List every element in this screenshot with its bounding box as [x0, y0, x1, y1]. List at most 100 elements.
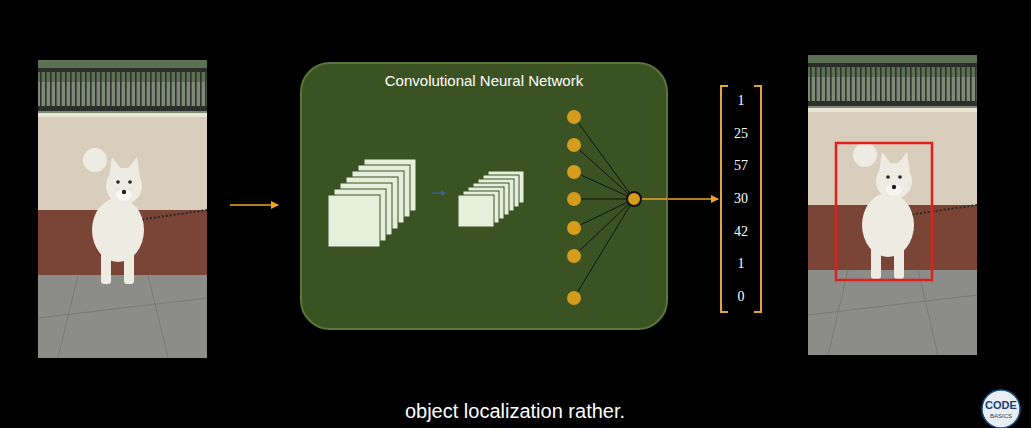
- railing-bar: [75, 68, 77, 111]
- grey-floor: [38, 275, 207, 358]
- vector-value: 1: [738, 256, 745, 272]
- railing-bar: [815, 63, 817, 106]
- wall: [38, 116, 207, 211]
- railing-bar: [890, 63, 892, 106]
- dog-body: [92, 198, 144, 262]
- railing-bar: [130, 68, 132, 111]
- railing-bar: [205, 68, 207, 111]
- railing-bar: [960, 63, 962, 106]
- weight-line: [574, 172, 634, 199]
- input-arrow: [230, 204, 278, 206]
- dog: [83, 148, 144, 284]
- rail: [808, 63, 977, 67]
- right-bracket: [754, 86, 761, 312]
- railing-bar: [930, 63, 932, 106]
- vector-value: 42: [734, 224, 748, 240]
- railing-bar: [825, 63, 827, 106]
- dog-muzzle: [116, 189, 132, 201]
- neuron: [567, 221, 581, 235]
- railing-bar: [840, 63, 842, 106]
- railing-bar: [180, 68, 182, 111]
- railing-bar: [900, 63, 902, 106]
- dog-head: [876, 163, 912, 199]
- grey-floor: [808, 270, 977, 355]
- dog-head: [106, 168, 142, 204]
- tile-lines: [808, 270, 977, 355]
- railing-bar: [125, 68, 127, 111]
- railing-bar: [940, 63, 942, 106]
- neuron: [567, 165, 581, 179]
- railing-bar: [190, 68, 192, 111]
- vector-value: 0: [738, 289, 745, 305]
- railing-bar: [875, 63, 877, 106]
- railing-bar: [45, 68, 47, 111]
- railing-bar: [895, 63, 897, 106]
- dog-nose: [122, 190, 126, 194]
- railing-bar: [40, 68, 42, 111]
- dog-photo: [38, 60, 207, 358]
- railing-bar: [915, 63, 917, 106]
- railing-bar: [95, 68, 97, 111]
- railing-bar: [810, 63, 812, 106]
- connector-arrow: [668, 198, 718, 200]
- dog-eye: [886, 175, 890, 179]
- vector-value: 1: [738, 93, 745, 109]
- railing-bar: [165, 68, 167, 111]
- dog-muzzle: [886, 184, 902, 196]
- output-line: [640, 198, 667, 200]
- box-title: Convolutional Neural Network: [385, 72, 583, 90]
- railing-bar: [820, 63, 822, 106]
- railing-bar: [110, 68, 112, 111]
- feature-map: [458, 195, 494, 227]
- weight-line: [574, 199, 634, 298]
- trees: [38, 60, 207, 82]
- weights: [574, 117, 634, 298]
- dog-photo: [808, 55, 977, 355]
- railing-bar: [120, 68, 122, 111]
- rail: [38, 106, 207, 111]
- dog-eye: [128, 180, 132, 184]
- vector-value: 30: [734, 191, 748, 207]
- dog-leg: [894, 243, 904, 279]
- railing-bar: [105, 68, 107, 111]
- dog-leg: [871, 243, 881, 279]
- railing-bar: [55, 68, 57, 111]
- weight-line: [574, 145, 634, 199]
- layer-arrow-head: [441, 190, 446, 196]
- railing-bar: [65, 68, 67, 111]
- neuron: [567, 192, 581, 206]
- railing-bar: [835, 63, 837, 106]
- logo-text: CODE: [985, 399, 1017, 411]
- railing-bar: [100, 68, 102, 111]
- railing-bar: [60, 68, 62, 111]
- feature-map: [328, 195, 380, 247]
- weight-line: [574, 199, 634, 256]
- railing-bar: [970, 63, 972, 106]
- railing-bar: [185, 68, 187, 111]
- neuron: [567, 110, 581, 124]
- wall: [808, 111, 977, 206]
- railing-bars: [40, 68, 207, 111]
- rail: [808, 101, 977, 106]
- railing-bar: [905, 63, 907, 106]
- railing-bar: [855, 63, 857, 106]
- chain: [138, 210, 207, 220]
- bounding-box: [836, 143, 932, 280]
- neuron: [567, 291, 581, 305]
- cnn-box: Convolutional Neural Network: [300, 62, 668, 330]
- railing-bar: [955, 63, 957, 106]
- railing-bar: [945, 63, 947, 106]
- railing-bar: [200, 68, 202, 111]
- subtitle-caption: object localization rather.: [399, 397, 631, 425]
- output-vector: 12557304210: [719, 85, 763, 313]
- railing-bar: [920, 63, 922, 106]
- railing-bar: [965, 63, 967, 106]
- railing-bar: [140, 68, 142, 111]
- logo-badge: [982, 390, 1020, 428]
- weight-line: [574, 117, 634, 199]
- tile-lines: [38, 275, 207, 358]
- dog-nose: [892, 185, 896, 189]
- railing-bar: [175, 68, 177, 111]
